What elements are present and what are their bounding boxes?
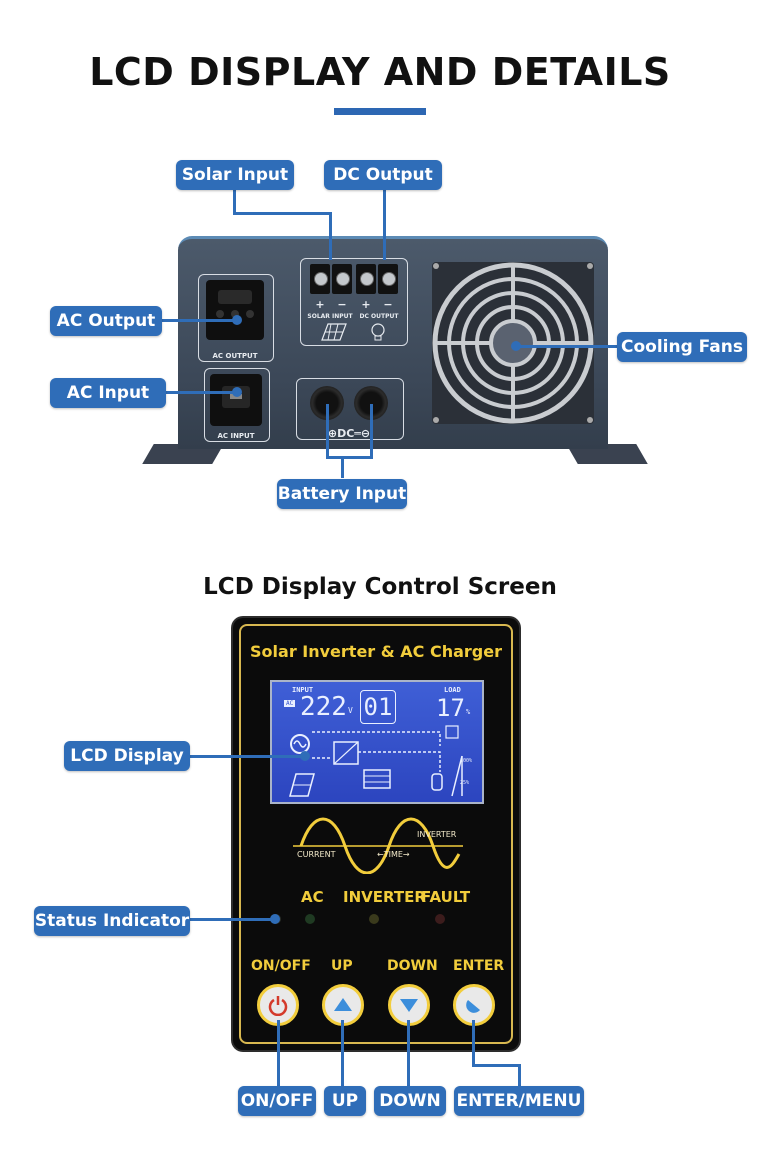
wave-inverter-label: INVERTER <box>417 830 457 839</box>
on-off-button-label: ON/OFF <box>251 958 311 974</box>
lcd-pct-25: 25% <box>460 780 470 786</box>
ac-output-tag: AC Output <box>50 306 162 336</box>
ac-output-label: AC OUTPUT <box>212 352 258 360</box>
control-screen-title: LCD Display Control Screen <box>203 574 557 600</box>
ac-input-tag: AC Input <box>50 378 166 408</box>
wave-current-label: CURRENT <box>297 850 336 859</box>
lcd-voltage: 222 <box>300 692 347 722</box>
dc-output-label: DC OUTPUT <box>359 313 399 320</box>
dc-negative-terminal <box>378 264 398 294</box>
battery-input-tag: Battery Input <box>277 479 407 509</box>
ac-input-socket <box>210 374 262 426</box>
lcd-ac-label: AC <box>284 700 296 707</box>
solar-input-label: SOLAR INPUT <box>307 313 353 320</box>
solar-panel-icon <box>321 323 347 341</box>
lcd-pct-100: 100% <box>460 758 473 764</box>
panel-title: Solar Inverter & AC Charger <box>250 642 502 661</box>
ac-output-frame <box>198 274 274 362</box>
lcd-input-label: INPUT <box>292 686 314 694</box>
fault-led <box>435 914 445 924</box>
wave-time-label: ←TIME→ <box>377 850 410 859</box>
battery-frame <box>296 378 404 440</box>
dc-minus-sign: − <box>383 298 393 311</box>
on-off-tag: ON/OFF <box>238 1086 316 1116</box>
ac-input-frame <box>204 368 270 442</box>
up-tag: UP <box>324 1086 366 1116</box>
lcd-load-unit: % <box>466 708 471 716</box>
lcd-voltage-unit: V <box>348 706 353 715</box>
lcd-control-panel: Solar Inverter & AC Charger INPUT AC 222… <box>233 618 519 1050</box>
arrow-up-icon <box>334 998 352 1011</box>
enter-icon <box>466 1000 480 1013</box>
title-underline <box>334 108 426 115</box>
terminal-frame <box>300 258 408 346</box>
lcd-screen: INPUT AC 222 V 01 LOAD 17 % 100% 25% <box>270 680 484 804</box>
down-button-label: DOWN <box>387 958 438 974</box>
ac-output-socket <box>206 280 264 340</box>
dc-label: ⊕DC═⊖ <box>327 427 371 440</box>
indicator-fault-label: FAULT <box>421 888 471 906</box>
dc-plus-sign: + <box>361 298 371 311</box>
indicator-inverter-label: INVERTER <box>343 888 426 906</box>
lcd-flow-diagram <box>289 725 463 797</box>
solar-minus-sign: − <box>337 298 347 311</box>
cooling-fans-tag: Cooling Fans <box>617 332 747 362</box>
inverter-led <box>369 914 379 924</box>
dc-positive-terminal <box>356 264 376 294</box>
ac-led <box>305 914 315 924</box>
indicator-ac-label: AC <box>301 888 324 906</box>
enter-button-label: ENTER <box>453 958 505 974</box>
solar-positive-terminal <box>310 264 330 294</box>
light-bulb-icon <box>371 323 385 341</box>
solar-input-tag: Solar Input <box>176 160 294 190</box>
lcd-load-value: 17 <box>436 694 465 722</box>
up-button-label: UP <box>331 958 353 974</box>
status-indicator-tag: Status Indicator <box>34 906 190 936</box>
arrow-down-icon <box>400 999 418 1012</box>
lcd-display-tag: LCD Display <box>64 741 190 771</box>
down-tag: DOWN <box>374 1086 446 1116</box>
sine-wave-icon <box>293 817 463 874</box>
enter-menu-tag: ENTER/MENU <box>454 1086 584 1116</box>
ac-input-label: AC INPUT <box>217 432 255 440</box>
page-title: LCD DISPLAY AND DETAILS <box>89 50 671 94</box>
solar-negative-terminal <box>332 264 352 294</box>
power-icon <box>268 996 288 1016</box>
dc-output-tag: DC Output <box>324 160 442 190</box>
solar-plus-sign: + <box>315 298 325 311</box>
lcd-load-label: LOAD <box>444 686 461 694</box>
lcd-mode: 01 <box>360 690 396 724</box>
